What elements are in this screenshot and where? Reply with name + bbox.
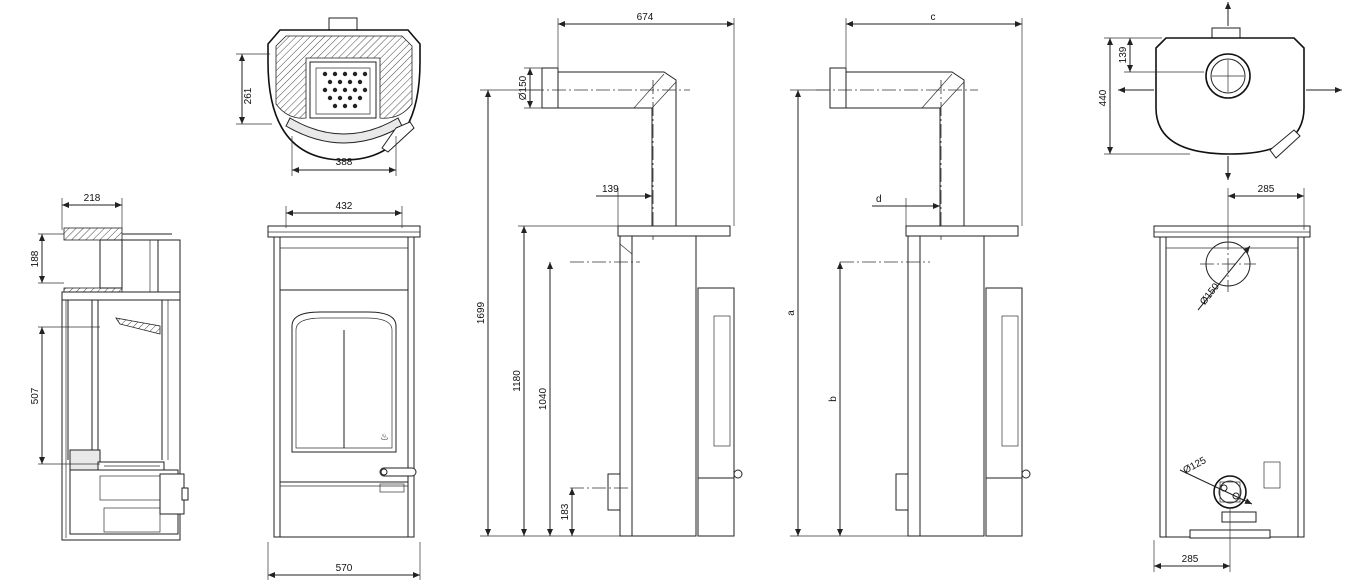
dim-rear-flue-offset: 285 [1258,184,1275,195]
flame-logo-icon: ♨ [380,432,389,443]
dim-top-width: 388 [336,157,353,168]
plan-view-right: 139 440 [1098,2,1342,180]
dim-air-inlet-diameter: Ø125 [1181,455,1208,476]
side-section-view: 188 507 218 [30,193,189,541]
dim-variable-a: a [786,310,797,316]
dim-side-top-offset: 218 [84,193,101,204]
rear-view: Ø150 Ø125 285 285 [1153,184,1311,572]
dim-flue-horizontal: 674 [637,12,654,23]
dim-rear-connection-height: 1040 [538,387,549,410]
dim-front-width: 570 [336,563,353,574]
side-view-flue-numeric: 674 Ø150 139 1699 1180 1040 183 [476,12,743,537]
dim-air-inlet-height: 183 [560,503,571,520]
side-view-flue-variables: c d a b [786,12,1031,537]
dim-front-top-width: 432 [336,201,353,212]
dim-rear-bottom-offset: 285 [1182,554,1199,565]
dim-plan-flue-offset: 139 [1118,46,1129,63]
dim-variable-d: d [876,194,882,205]
dim-side-upper-height: 188 [30,250,41,267]
dim-top-depth: 261 [243,87,254,104]
front-view: ♨ 570 432 [267,201,421,580]
dim-flue-axis-height: 1180 [512,370,523,392]
dim-total-height: 1699 [476,301,487,324]
dim-variable-b: b [828,396,839,402]
grate-holes [322,71,368,109]
dim-flue-diameter: Ø150 [518,75,529,100]
dim-variable-c: c [931,12,936,23]
dim-plan-depth: 440 [1098,89,1109,106]
dim-flue-offset: 139 [602,184,619,195]
dim-side-firebox-height: 507 [30,387,41,404]
top-plan-view: 261 388 [236,17,421,176]
